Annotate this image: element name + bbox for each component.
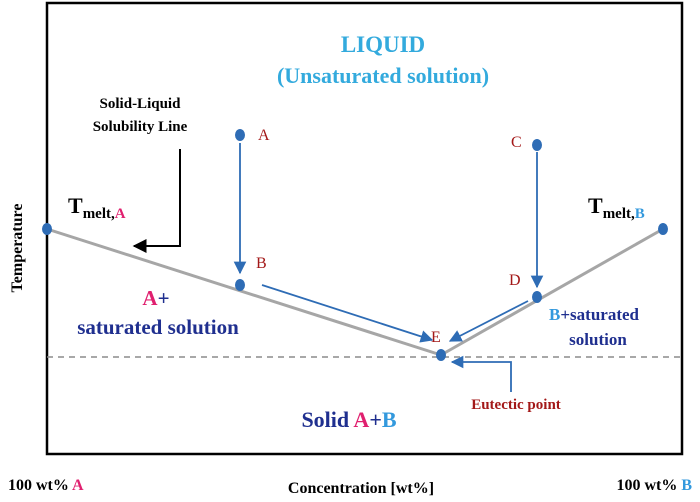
y-axis-label: Temperature bbox=[9, 204, 26, 293]
tmelt-a-point bbox=[42, 223, 52, 235]
liquidus-line-a bbox=[46, 227, 442, 357]
point-a-marker bbox=[235, 129, 245, 141]
b-region-text: solution bbox=[569, 330, 627, 349]
point-a-label: A bbox=[258, 127, 270, 144]
a-region-text: saturated solution bbox=[77, 315, 239, 339]
point-d-label: D bbox=[509, 272, 521, 289]
point-b-label: B bbox=[256, 255, 267, 272]
pure-b-label: 100 wt% B bbox=[616, 477, 692, 494]
tmelt-b-label: Tmelt,B bbox=[588, 193, 645, 222]
point-e-label: E bbox=[431, 329, 441, 346]
eutectic-pointer-arrow bbox=[450, 355, 512, 392]
tmelt-b-point bbox=[658, 223, 668, 235]
solubility-pointer-arrow bbox=[132, 149, 181, 253]
liquid-title: LIQUID bbox=[341, 32, 425, 57]
arrow-d-to-e bbox=[448, 300, 529, 342]
liquid-subtitle: (Unsaturated solution) bbox=[277, 63, 489, 88]
b-region-label: B+saturated bbox=[549, 305, 640, 324]
a-region-label: A+ bbox=[142, 286, 169, 310]
point-d-marker bbox=[532, 291, 542, 303]
solubility-line-label-2: Solubility Line bbox=[93, 119, 188, 135]
pure-a-label: 100 wt% A bbox=[8, 477, 84, 494]
solid-region-label: Solid A+B bbox=[301, 407, 396, 432]
eutectic-point-label: Eutectic point bbox=[471, 397, 561, 413]
solubility-line-label-1: Solid-Liquid bbox=[100, 96, 182, 112]
tmelt-a-label: Tmelt,A bbox=[68, 193, 126, 222]
point-c-marker bbox=[532, 139, 542, 151]
point-c-label: C bbox=[511, 134, 522, 151]
point-e-marker bbox=[436, 349, 446, 361]
liquidus-line-b bbox=[440, 227, 664, 357]
x-axis-label: Concentration [wt%] bbox=[288, 480, 434, 497]
arrow-b-to-e bbox=[261, 284, 434, 343]
point-b-marker bbox=[235, 279, 245, 291]
